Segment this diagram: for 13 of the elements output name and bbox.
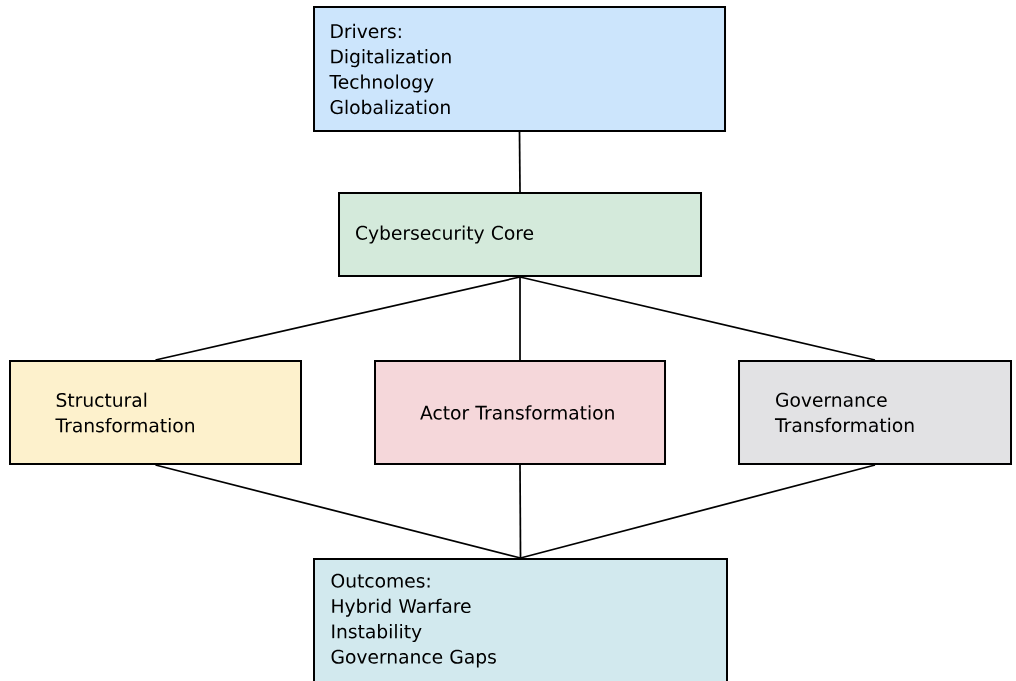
box: Cybersecurity Core [338,192,702,277]
box: Structural Transformation [9,360,302,465]
box: Drivers: Digitalization Technology Globalization [313,6,726,132]
connector-line [519,276,876,361]
box: Outcomes: Hybrid Warfare Instability Governance Gaps [313,558,729,681]
connector-line [154,276,521,361]
box: Governance Transformation [738,360,1012,465]
connector-line [519,464,876,559]
connector-line [519,276,521,361]
connector-line [519,464,522,559]
connector-line [518,131,521,193]
box: Actor Transformation [374,360,666,465]
connector-line [154,464,522,559]
